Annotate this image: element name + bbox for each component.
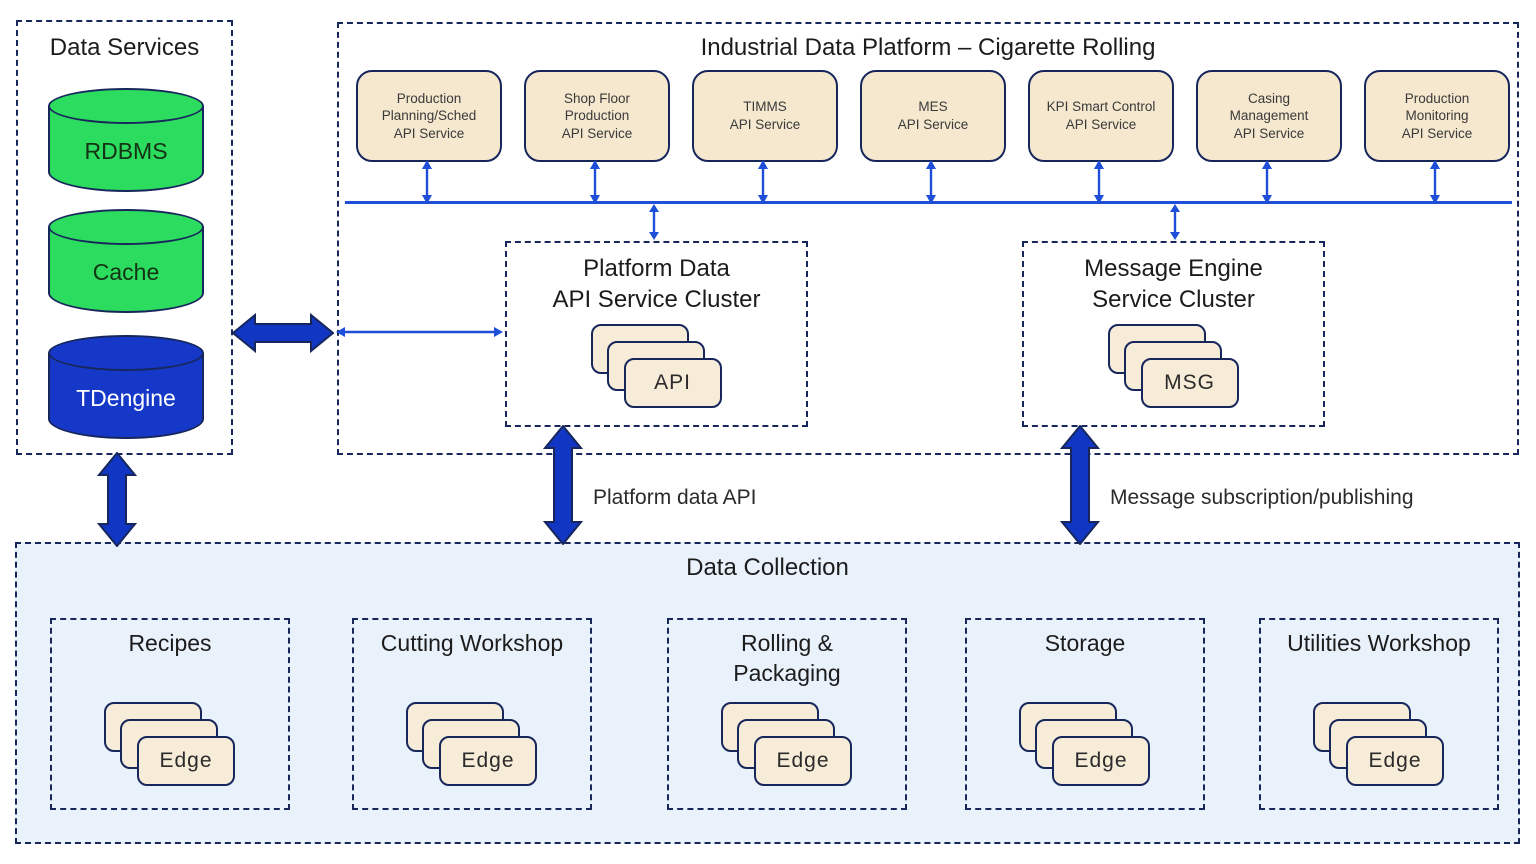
api-service-box-shop-floor: Shop Floor Production API Service — [524, 70, 670, 162]
api-label-line: API Service — [561, 125, 633, 141]
database-label: RDBMS — [84, 138, 168, 164]
group-title: Cutting Workshop — [354, 629, 590, 659]
cylinder-top — [48, 335, 204, 371]
edge-card-stack: Edge — [1019, 702, 1151, 788]
stacked-card-front: API — [623, 358, 722, 408]
cluster-title-line: Platform Data — [583, 255, 730, 282]
data-services-box: Data Services RDBMS Cache TDengine — [16, 20, 233, 455]
double-arrow-icon — [590, 160, 600, 204]
block-double-arrow-horizontal-icon — [232, 312, 334, 354]
double-arrow-icon — [649, 204, 659, 240]
msg-card-stack: MSG — [1107, 324, 1240, 410]
api-label-line: Monitoring — [1405, 108, 1469, 124]
api-label-line: API Service — [1233, 125, 1305, 141]
edge-card-stack: Edge — [104, 702, 236, 788]
message-engine-cluster-box: Message Engine Service Cluster MSG — [1022, 241, 1325, 427]
group-title: Recipes — [52, 629, 288, 659]
group-box-utilities-workshop: Utilities Workshop Edge — [1259, 618, 1499, 810]
database-label: Cache — [92, 259, 160, 285]
message-subscription-label: Message subscription/publishing — [1110, 486, 1414, 509]
api-label-line: API Service — [1065, 117, 1137, 132]
platform-data-cluster-box: Platform Data API Service Cluster API — [505, 241, 808, 427]
double-arrow-icon — [1170, 204, 1180, 240]
group-title: Storage — [967, 629, 1203, 659]
platform-data-api-label: Platform data API — [593, 486, 757, 509]
stacked-card-front: MSG — [1140, 358, 1239, 408]
platform-box: Industrial Data Platform – Cigarette Rol… — [337, 22, 1519, 455]
group-title-line: Utilities Workshop — [1287, 630, 1471, 656]
edge-card-stack: Edge — [721, 702, 853, 788]
group-box-storage: Storage Edge — [965, 618, 1205, 810]
api-service-box-production-planning: Production Planning/Sched API Service — [356, 70, 502, 162]
platform-title: Industrial Data Platform – Cigarette Rol… — [700, 34, 1156, 61]
database-cylinder-tdengine: TDengine — [48, 335, 204, 439]
cluster-title-line: Message Engine — [1084, 255, 1263, 282]
edge-card-stack: Edge — [1313, 702, 1445, 788]
cylinder-top — [48, 209, 204, 245]
api-service-box-timms: TIMMS API Service — [692, 70, 838, 162]
stacked-card-front: Edge — [1346, 736, 1444, 786]
database-cylinder-cache: Cache — [48, 209, 204, 313]
block-double-arrow-vertical-icon — [1059, 425, 1101, 545]
group-title: Utilities Workshop — [1261, 629, 1497, 659]
api-label-line: API Service — [729, 117, 801, 132]
api-label-line: Production — [1404, 90, 1470, 106]
api-label-line: API Service — [897, 117, 969, 132]
data-services-title: Data Services — [49, 34, 200, 61]
api-label-line: API Service — [393, 125, 465, 141]
api-service-box-monitoring: Production Monitoring API Service — [1364, 70, 1510, 162]
cluster-title: Message Engine Service Cluster — [1024, 253, 1323, 315]
group-title: Rolling & Packaging — [669, 629, 905, 689]
double-arrow-icon — [758, 160, 768, 204]
cluster-title-line: API Service Cluster — [552, 286, 761, 314]
double-arrow-icon — [1262, 160, 1272, 204]
api-service-box-kpi: KPI Smart Control API Service — [1028, 70, 1174, 162]
stacked-card-front: Edge — [1052, 736, 1150, 786]
database-label: TDengine — [76, 385, 176, 411]
double-arrow-icon — [422, 160, 432, 204]
cylinder-top — [48, 88, 204, 124]
group-title-line: Cutting Workshop — [380, 630, 564, 656]
api-label-line: Management — [1229, 108, 1309, 124]
double-arrow-icon — [1094, 160, 1104, 204]
edge-card-stack: Edge — [406, 702, 538, 788]
api-label-line: KPI Smart Control — [1046, 99, 1156, 115]
group-title-line: Rolling & — [740, 630, 834, 656]
group-title-line: Packaging — [733, 659, 841, 686]
stacked-card-front: Edge — [439, 736, 537, 786]
group-box-recipes: Recipes Edge — [50, 618, 290, 810]
double-arrow-icon — [926, 160, 936, 204]
data-collection-box: Data Collection Recipes Edge Cutting Wor… — [15, 542, 1520, 844]
api-service-box-casing: Casing Management API Service — [1196, 70, 1342, 162]
service-bus-line — [345, 201, 1512, 204]
api-label-line: Planning/Sched — [381, 108, 477, 124]
cluster-title: Platform Data API Service Cluster — [507, 253, 806, 315]
group-box-cutting-workshop: Cutting Workshop Edge — [352, 618, 592, 810]
cluster-title-line: Service Cluster — [1092, 286, 1255, 314]
stacked-card-front: Edge — [137, 736, 235, 786]
group-title-line: Storage — [1044, 630, 1126, 656]
data-collection-title: Data Collection — [686, 554, 849, 581]
api-label-line: MES — [918, 99, 948, 115]
api-label-line: Shop Floor — [563, 90, 631, 106]
api-label-line: Production — [396, 90, 462, 106]
api-label-line: Casing — [1247, 90, 1291, 106]
api-label-line: API Service — [1401, 125, 1473, 141]
database-cylinder-rdbms: RDBMS — [48, 88, 204, 192]
api-label-line: TIMMS — [743, 99, 787, 115]
group-box-rolling-packaging: Rolling & Packaging Edge — [667, 618, 907, 810]
block-double-arrow-vertical-icon — [96, 452, 138, 547]
stacked-card-front: Edge — [754, 736, 852, 786]
api-service-box-mes: MES API Service — [860, 70, 1006, 162]
group-title-line: Recipes — [128, 630, 212, 656]
block-double-arrow-vertical-icon — [542, 425, 584, 545]
api-label-line: Production — [564, 108, 630, 124]
double-arrow-icon — [336, 327, 503, 337]
api-card-stack: API — [590, 324, 723, 410]
double-arrow-icon — [1430, 160, 1440, 204]
